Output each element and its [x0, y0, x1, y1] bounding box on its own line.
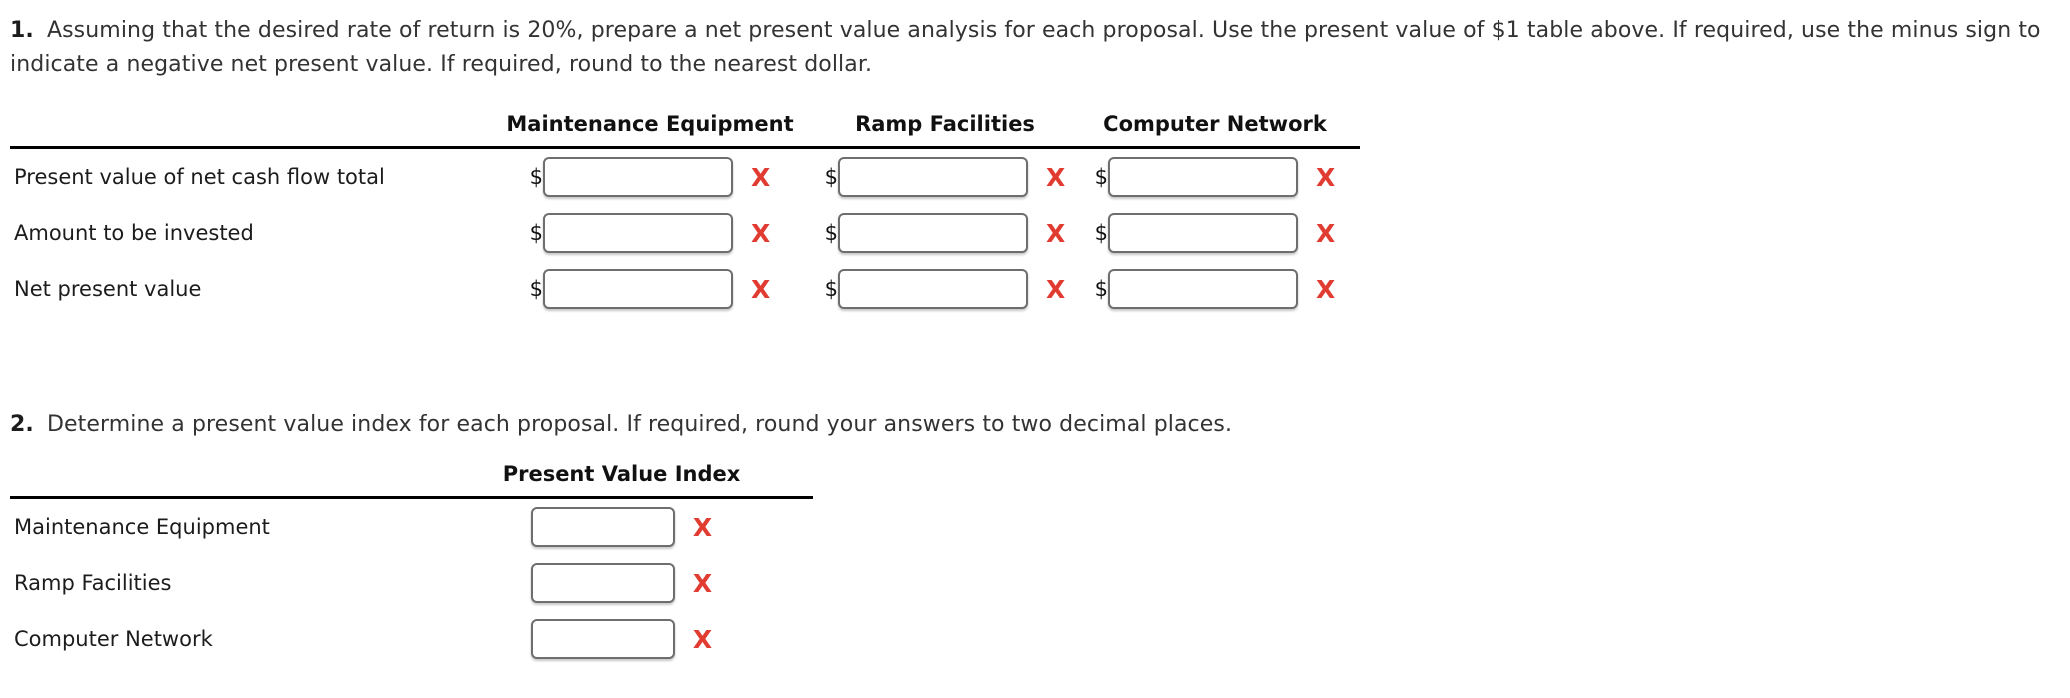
npv-cell-computer-network-pv-total: $X: [1070, 148, 1360, 206]
currency-symbol: $: [529, 277, 544, 301]
net-present-value-table: Maintenance Equipment Ramp Facilities Co…: [10, 112, 1360, 317]
npv-cell-computer-network-net-present-value: $X: [1070, 261, 1360, 317]
incorrect-icon: X: [1046, 162, 1066, 192]
currency-symbol: $: [824, 165, 839, 189]
npv-row-label-present-value-of-net-cash-flow-total: Present value of net cash flow total: [14, 165, 385, 189]
question-1-text: Assuming that the desired rate of return…: [10, 18, 2041, 77]
pvi-row-label-ramp-facilities: Ramp Facilities: [14, 571, 172, 595]
npv-input-ramp-facilities-net-present-value[interactable]: [838, 269, 1029, 309]
currency-symbol: $: [1094, 221, 1109, 245]
question-2-prompt: 2. Determine a present value index for e…: [10, 408, 1510, 442]
pvi-row-label-computer-network: Computer Network: [14, 627, 213, 651]
npv-cell-computer-network-amount-invested: $X: [1070, 205, 1360, 261]
question-1-prompt: 1. Assuming that the desired rate of ret…: [10, 14, 2065, 82]
incorrect-icon: X: [692, 624, 713, 654]
incorrect-icon: X: [1316, 162, 1336, 192]
table-row: Maintenance Equipment X: [10, 498, 813, 556]
pvi-header-row: Present Value Index: [10, 462, 813, 499]
pvi-cell-ramp-facilities: X: [430, 555, 813, 611]
pvi-row-label-maintenance-equipment: Maintenance Equipment: [14, 515, 270, 539]
npv-input-computer-network-net-present-value[interactable]: [1108, 269, 1299, 309]
incorrect-icon: X: [751, 218, 771, 248]
npv-corner-header: [10, 112, 480, 149]
incorrect-icon: X: [751, 162, 771, 192]
incorrect-icon: X: [751, 274, 771, 304]
npv-input-maintenance-equipment-pv-total[interactable]: [543, 157, 734, 197]
npv-row-label-amount-to-be-invested: Amount to be invested: [14, 221, 254, 245]
table-row: Amount to be invested $X $X $X: [10, 205, 1360, 261]
table-row: Computer Network X: [10, 611, 813, 667]
npv-column-header-maintenance-equipment: Maintenance Equipment: [480, 112, 820, 149]
pvi-corner-header: [10, 462, 430, 499]
npv-column-header-computer-network: Computer Network: [1070, 112, 1360, 149]
currency-symbol: $: [1094, 277, 1109, 301]
currency-symbol: $: [529, 165, 544, 189]
npv-cell-ramp-facilities-net-present-value: $X: [820, 261, 1070, 317]
table-row: Present value of net cash flow total $X …: [10, 148, 1360, 206]
currency-symbol: $: [529, 221, 544, 245]
present-value-index-table: Present Value Index Maintenance Equipmen…: [10, 462, 813, 667]
npv-cell-ramp-facilities-amount-invested: $X: [820, 205, 1070, 261]
question-1-number: 1.: [10, 18, 34, 43]
npv-input-ramp-facilities-pv-total[interactable]: [838, 157, 1029, 197]
currency-symbol: $: [824, 221, 839, 245]
npv-cell-maintenance-equipment-amount-invested: $X: [480, 205, 820, 261]
npv-cell-maintenance-equipment-net-present-value: $X: [480, 261, 820, 317]
incorrect-icon: X: [692, 512, 713, 542]
npv-input-computer-network-pv-total[interactable]: [1108, 157, 1299, 197]
npv-header-row: Maintenance Equipment Ramp Facilities Co…: [10, 112, 1360, 149]
table-row: Ramp Facilities X: [10, 555, 813, 611]
pvi-input-maintenance-equipment[interactable]: [530, 507, 675, 547]
incorrect-icon: X: [1316, 218, 1336, 248]
npv-cell-ramp-facilities-pv-total: $X: [820, 148, 1070, 206]
question-2-number: 2.: [10, 412, 34, 437]
question-2-text: Determine a present value index for each…: [46, 412, 1233, 437]
npv-input-maintenance-equipment-amount-invested[interactable]: [543, 213, 734, 253]
npv-input-maintenance-equipment-net-present-value[interactable]: [543, 269, 734, 309]
incorrect-icon: X: [1316, 274, 1336, 304]
incorrect-icon: X: [1046, 218, 1066, 248]
npv-input-computer-network-amount-invested[interactable]: [1108, 213, 1299, 253]
npv-row-label-net-present-value: Net present value: [14, 277, 202, 301]
pvi-cell-computer-network: X: [430, 611, 813, 667]
pvi-cell-maintenance-equipment: X: [430, 498, 813, 556]
table-row: Net present value $X $X $X: [10, 261, 1360, 317]
incorrect-icon: X: [1046, 274, 1066, 304]
pvi-input-ramp-facilities[interactable]: [530, 563, 675, 603]
pvi-input-computer-network[interactable]: [530, 619, 675, 659]
incorrect-icon: X: [692, 568, 713, 598]
npv-column-header-ramp-facilities: Ramp Facilities: [820, 112, 1070, 149]
currency-symbol: $: [1094, 165, 1109, 189]
currency-symbol: $: [824, 277, 839, 301]
pvi-column-header-present-value-index: Present Value Index: [430, 462, 813, 499]
npv-input-ramp-facilities-amount-invested[interactable]: [838, 213, 1029, 253]
npv-cell-maintenance-equipment-pv-total: $X: [480, 148, 820, 206]
